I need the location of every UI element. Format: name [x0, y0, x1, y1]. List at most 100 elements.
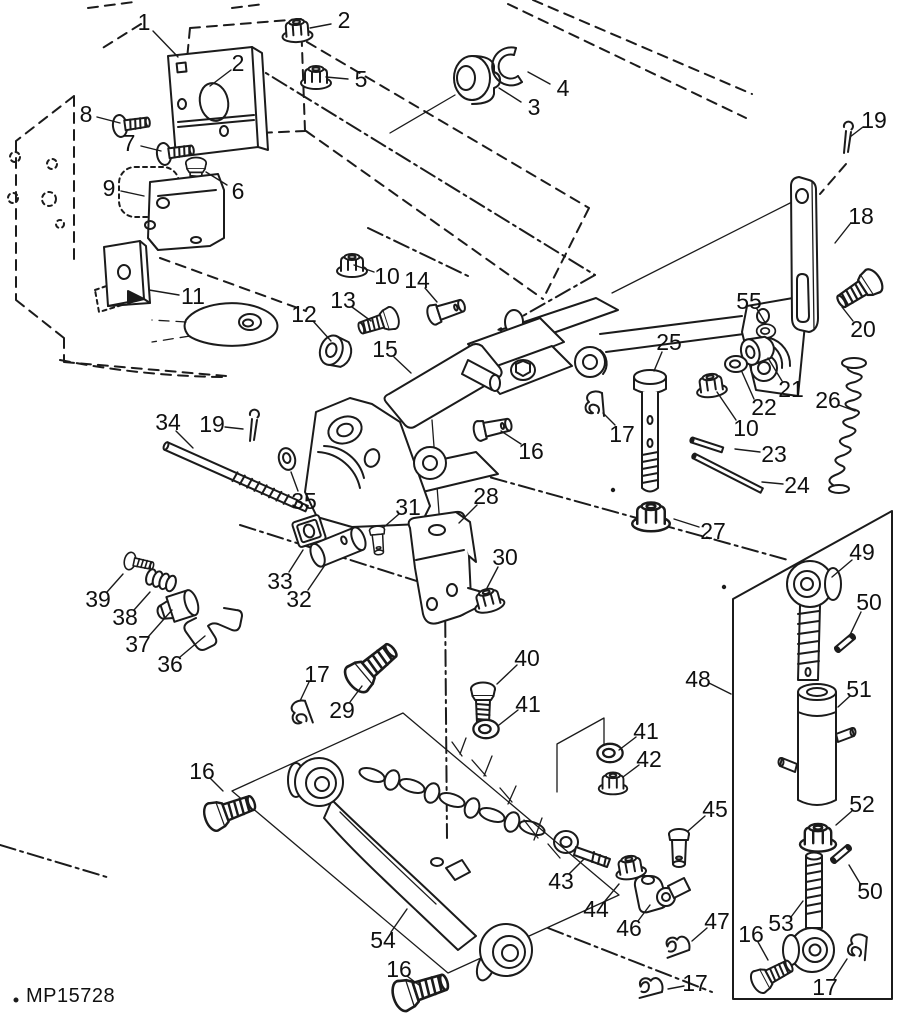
callout-42: 42	[636, 746, 662, 772]
callout-17: 17	[304, 661, 330, 687]
callout-leader-22	[741, 371, 755, 400]
callout-leader-24	[761, 481, 784, 485]
callout-leader-16	[209, 777, 224, 792]
callout-13: 13	[330, 287, 356, 313]
part-10-flange-nut-right	[693, 371, 729, 400]
detail-box-48	[732, 510, 893, 1000]
callout-leader-48	[708, 682, 732, 695]
callout-7: 7	[123, 130, 136, 156]
callout-leader-6	[205, 171, 228, 186]
callout-leader-8	[96, 116, 121, 124]
callout-leader-32	[307, 564, 326, 591]
callout-35: 35	[291, 488, 317, 514]
callout-8: 8	[80, 101, 93, 127]
callout-32: 32	[286, 586, 312, 612]
callout-16: 16	[518, 438, 544, 464]
callout-leader-36	[179, 635, 206, 658]
callout-19: 19	[199, 411, 225, 437]
callout-leader-55	[756, 308, 767, 325]
callout-5: 5	[355, 66, 368, 92]
part-17-clip-box	[845, 931, 871, 962]
part-17-clip-bottom	[635, 974, 665, 999]
scan-artifacts	[13, 487, 727, 1003]
callout-3: 3	[528, 94, 541, 120]
part-10-flange-nut-top	[336, 253, 368, 278]
callout-31: 31	[395, 494, 421, 520]
part-36-wire-clip	[183, 607, 243, 651]
callout-leader-43	[568, 858, 585, 875]
callout-34: 34	[155, 409, 181, 435]
callout-leader-2	[309, 23, 332, 29]
callout-leader-17	[602, 412, 616, 426]
callout-leader-31	[383, 513, 400, 528]
part-41-washer-right	[596, 742, 624, 764]
callout-leader-3	[498, 87, 522, 103]
tractor-housing-outline	[7, 0, 753, 378]
callout-leader-50	[848, 864, 862, 886]
figure-code: MP15728	[26, 985, 115, 1007]
callout-leader-14	[424, 287, 438, 303]
callout-leader-20	[841, 306, 854, 322]
callout-leader-50	[848, 611, 862, 638]
part-34-adjusting-rod	[162, 441, 309, 513]
callout-leader-23	[734, 448, 761, 453]
callout-25: 25	[656, 329, 682, 355]
callout-47: 47	[704, 908, 730, 934]
callout-44: 44	[583, 896, 609, 922]
callout-leader-16	[406, 975, 420, 986]
callout-10: 10	[374, 263, 400, 289]
callout-leader-13	[351, 306, 372, 322]
callout-leader-2	[209, 69, 232, 87]
part-20-bolt	[831, 264, 888, 316]
part-17-clip-upper	[584, 390, 605, 417]
callout-27: 27	[700, 518, 726, 544]
callout-12: 12	[291, 301, 317, 327]
callout-2: 2	[232, 50, 245, 76]
callout-leader-4	[527, 71, 551, 85]
callout-38: 38	[112, 604, 138, 630]
callout-leader-7	[140, 145, 162, 152]
part-29-shoulder-bolt	[339, 635, 405, 698]
callout-49: 49	[849, 539, 875, 565]
callout-29: 29	[329, 697, 355, 723]
callout-leader-46	[637, 904, 651, 922]
callout-leader-1	[152, 30, 179, 58]
part-11-plate	[103, 240, 151, 307]
part-50-pin-lower	[829, 843, 853, 865]
callout-leader-15	[393, 356, 412, 374]
part-43-sway-eyebolt	[553, 830, 611, 868]
part-16-bolt-upperleft	[199, 787, 261, 835]
part-55-washer	[755, 323, 777, 339]
part-32-spacer	[309, 526, 367, 568]
callout-22: 22	[751, 394, 777, 420]
part-3-bushing	[453, 55, 501, 105]
part-45-clevis-pin	[668, 828, 690, 868]
callout-53: 53	[768, 910, 794, 936]
part-18-lift-link-strap	[790, 176, 819, 333]
part-15-rockshaft-assembly	[304, 297, 807, 528]
callout-leader-30	[486, 566, 499, 589]
callout-leader-54	[390, 908, 408, 933]
callout-50: 50	[857, 878, 883, 904]
callout-leader-17	[833, 958, 848, 980]
callout-51: 51	[846, 676, 872, 702]
callout-leader-9	[120, 190, 145, 197]
callout-54: 54	[370, 927, 396, 953]
part-22-washer	[724, 355, 748, 373]
part-28-anchor-bracket	[407, 510, 483, 625]
callout-14: 14	[404, 267, 430, 293]
part-23-pin	[689, 436, 725, 454]
callout-17: 17	[609, 421, 635, 447]
callout-leader-21	[767, 357, 783, 382]
part-41-washer-left	[472, 718, 500, 740]
part-53-ball-joint-lower	[782, 851, 835, 973]
callout-9: 9	[103, 175, 116, 201]
part-19-cotter-left	[248, 408, 260, 442]
callout-19: 19	[861, 107, 887, 133]
part-14-clevis-pin	[424, 294, 469, 328]
callout-48: 48	[685, 666, 711, 692]
housing-lug	[151, 302, 279, 347]
